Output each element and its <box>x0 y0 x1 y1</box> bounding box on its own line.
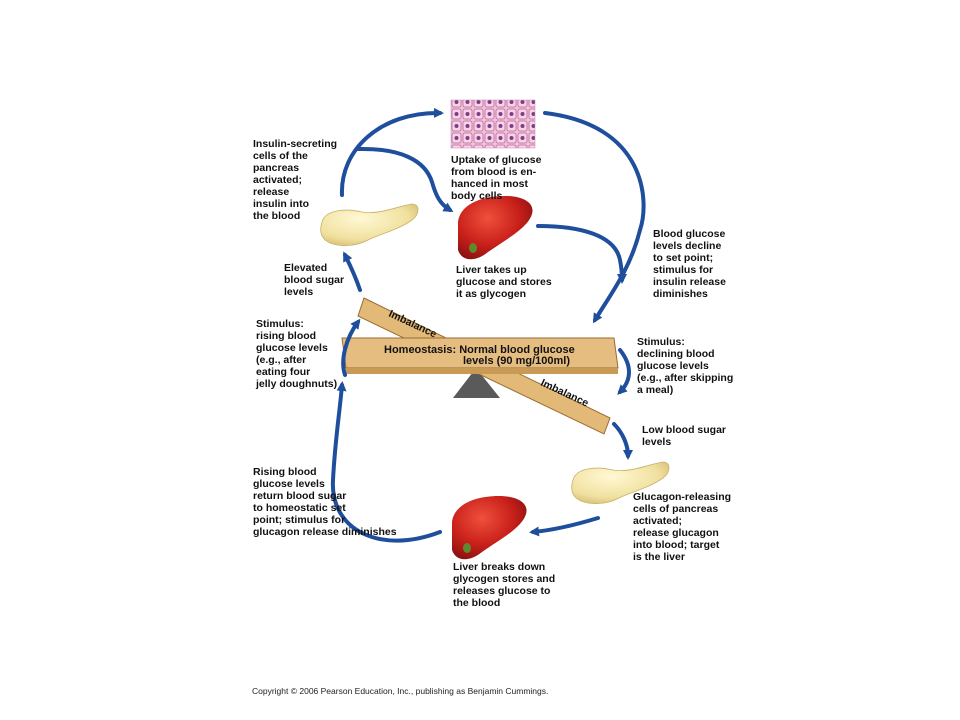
stimulus-rising-label: Stimulus: rising blood glucose levels (e… <box>256 318 338 390</box>
liver-icon <box>452 496 527 560</box>
blood-glucose-decline-label: Blood glucose levels decline to set poin… <box>653 228 726 300</box>
glucagon-releasing-label: Glucagon-releasing cells of pancreas act… <box>633 491 732 563</box>
homeostasis-line2: levels (90 mg/100ml) <box>463 355 570 367</box>
liver-takes-up-label: Liver takes up glucose and stores it as … <box>456 264 552 300</box>
insulin-secreting-label: Insulin-secreting cells of the pancreas … <box>253 138 338 222</box>
elevated-label: Elevated blood sugar levels <box>284 262 345 298</box>
arrow-stimulus-rising <box>341 318 361 377</box>
arrow-pancreas-to-cells <box>339 107 444 197</box>
balance-fulcrum-icon <box>453 368 500 398</box>
uptake-label: Uptake of glucose from blood is en- hanc… <box>451 154 542 202</box>
arrow-pancreas-to-liver <box>356 146 454 213</box>
arrow-cells-to-setpoint <box>543 111 646 324</box>
pancreas-icon <box>571 461 670 505</box>
rising-return-label: Rising blood glucose levels return blood… <box>253 466 397 538</box>
arrow-liver-to-setpoint-bottom <box>330 381 442 543</box>
low-blood-sugar-label: Low blood sugar levels <box>642 424 726 448</box>
arrow-pancreas-to-liver-bottom <box>529 516 600 537</box>
liver-icon <box>458 196 533 260</box>
liver-breaks-down-label: Liver breaks down glycogen stores and re… <box>453 561 556 609</box>
homeostasis-line1: Homeostasis: Normal blood glucose <box>384 344 575 356</box>
arrow-liver-to-setpoint <box>536 224 627 284</box>
copyright-notice: Copyright © 2006 Pearson Education, Inc.… <box>252 686 549 696</box>
arrow-stimulus-declining <box>617 348 631 395</box>
arrow-low-sugar-to-pancreas <box>612 422 633 460</box>
homeostasis-board <box>341 337 619 374</box>
pancreas-icon <box>320 203 419 247</box>
body-cells-image <box>450 99 536 149</box>
arrow-elevated-to-pancreas <box>343 251 362 292</box>
stimulus-declining-label: Stimulus: declining blood glucose levels… <box>637 336 734 396</box>
